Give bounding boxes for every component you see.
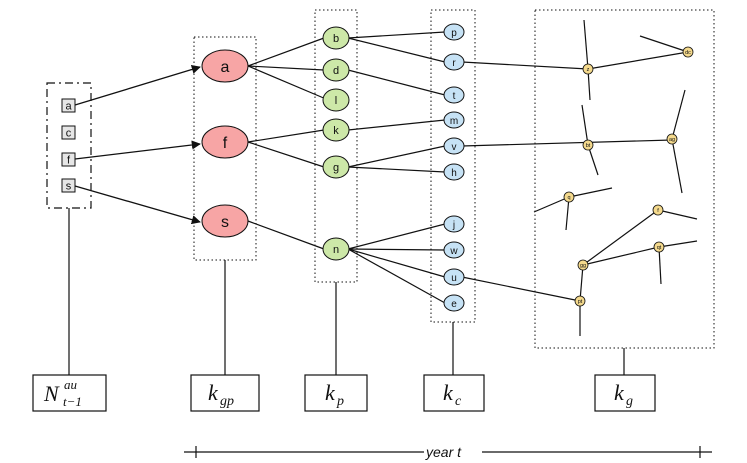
group-connectors [68, 208, 625, 375]
c-to-g-edges [461, 61, 673, 302]
g-nodes: z dc bt ag q f gg qt [563, 46, 694, 307]
p-node-d: d [322, 58, 350, 82]
p-to-c-edges [347, 31, 446, 304]
g-node-label: pt [578, 299, 583, 305]
prev-group-box [46, 82, 92, 209]
label-n-prev: N au t−1 [32, 374, 107, 412]
p-node-l: l [322, 88, 350, 112]
g-node-label: q [567, 195, 570, 201]
g-node-z: z [582, 63, 594, 75]
gp-node-a: a [201, 49, 249, 83]
c-node-label: v [452, 142, 457, 153]
g-node-dc: dc [682, 46, 694, 58]
c-node-label: w [449, 246, 458, 257]
k-gp-sub: gp [220, 394, 234, 409]
prev-node-label: f [67, 155, 71, 167]
c-node-label: t [453, 91, 456, 102]
prev-node-s: s [61, 178, 76, 193]
g-node-f: f [652, 204, 664, 216]
p-node-k: k [322, 118, 350, 142]
c-node-label: j [452, 220, 455, 231]
p-node-n: n [322, 237, 350, 261]
label-k-c: k c [423, 374, 485, 412]
c-nodes: p r t m v h j w [443, 23, 465, 312]
c-node-label: e [451, 299, 457, 310]
p-node-label: d [333, 65, 339, 77]
p-node-label: g [333, 162, 339, 174]
c-node-p: p [443, 23, 465, 41]
p-node-g: g [322, 155, 350, 179]
k-g-base: k [614, 380, 625, 405]
prev-node-c: c [61, 125, 76, 140]
g-node-label: gg [580, 263, 586, 269]
c-node-label: r [452, 58, 456, 69]
c-node-r: r [443, 53, 465, 71]
c-node-label: h [451, 168, 457, 179]
g-node-label: qt [657, 245, 662, 251]
prev-node-a: a [61, 98, 76, 113]
label-k-gp: k gp [190, 374, 260, 412]
k-gp-base: k [208, 380, 219, 405]
g-node-pt: pt [574, 295, 586, 307]
c-node-u: u [443, 268, 465, 286]
g-node-gg: gg [577, 259, 589, 271]
gp-node-f: f [201, 125, 249, 159]
c-node-m: m [443, 111, 465, 129]
c-node-t: t [443, 86, 465, 104]
c-group-box [430, 9, 476, 323]
c-node-e: e [443, 294, 465, 312]
gp-nodes: a f s [201, 49, 249, 238]
gp-node-label: a [221, 59, 230, 76]
prev-nodes: a c f s [61, 98, 76, 193]
g-group-box [534, 9, 715, 349]
label-k-p: k p [304, 374, 368, 412]
n-prev-sub: t−1 [63, 394, 82, 409]
year-label: year t [425, 444, 462, 460]
gp-node-label: f [223, 135, 228, 152]
label-k-g: k g [594, 374, 656, 412]
c-node-w: w [443, 241, 465, 259]
g-node-label: bt [586, 143, 591, 149]
prev-node-f: f [61, 152, 76, 167]
prev-to-gp-arrows [74, 65, 201, 225]
prev-node-label: a [65, 101, 72, 113]
k-g-sub: g [626, 394, 633, 409]
year-timeline [184, 446, 712, 458]
p-nodes: b d l k g n [322, 26, 350, 261]
g-node-qt: qt [653, 241, 665, 253]
c-node-label: m [450, 116, 458, 127]
p-node-label: b [333, 33, 339, 45]
k-p-base: k [325, 380, 336, 405]
g-node-label: f [657, 208, 659, 214]
p-node-label: k [333, 125, 339, 137]
c-node-v: v [443, 137, 465, 155]
c-node-h: h [443, 163, 465, 181]
prev-node-label: c [66, 128, 72, 140]
c-node-j: j [443, 215, 465, 233]
g-node-q: q [563, 191, 575, 203]
g-node-ag: ag [666, 133, 678, 145]
gp-to-p-edges [247, 37, 327, 250]
gp-node-label: s [221, 214, 229, 231]
p-node-label: l [335, 95, 337, 107]
c-node-label: u [451, 273, 457, 284]
c-node-label: p [451, 28, 457, 39]
g-node-label: z [587, 67, 590, 73]
n-prev-base: N [43, 381, 60, 406]
g-node-bt: bt [582, 139, 594, 151]
k-c-base: k [443, 380, 454, 405]
p-node-b: b [322, 26, 350, 50]
p-group-box [314, 9, 358, 283]
n-prev-sup: au [64, 377, 78, 392]
g-node-label: dc [685, 50, 691, 56]
g-node-label: ag [669, 137, 675, 143]
prev-node-label: s [66, 181, 72, 193]
p-node-label: n [333, 244, 339, 256]
k-p-sub: p [336, 394, 344, 409]
k-c-sub: c [455, 394, 462, 409]
gp-node-s: s [201, 204, 249, 238]
